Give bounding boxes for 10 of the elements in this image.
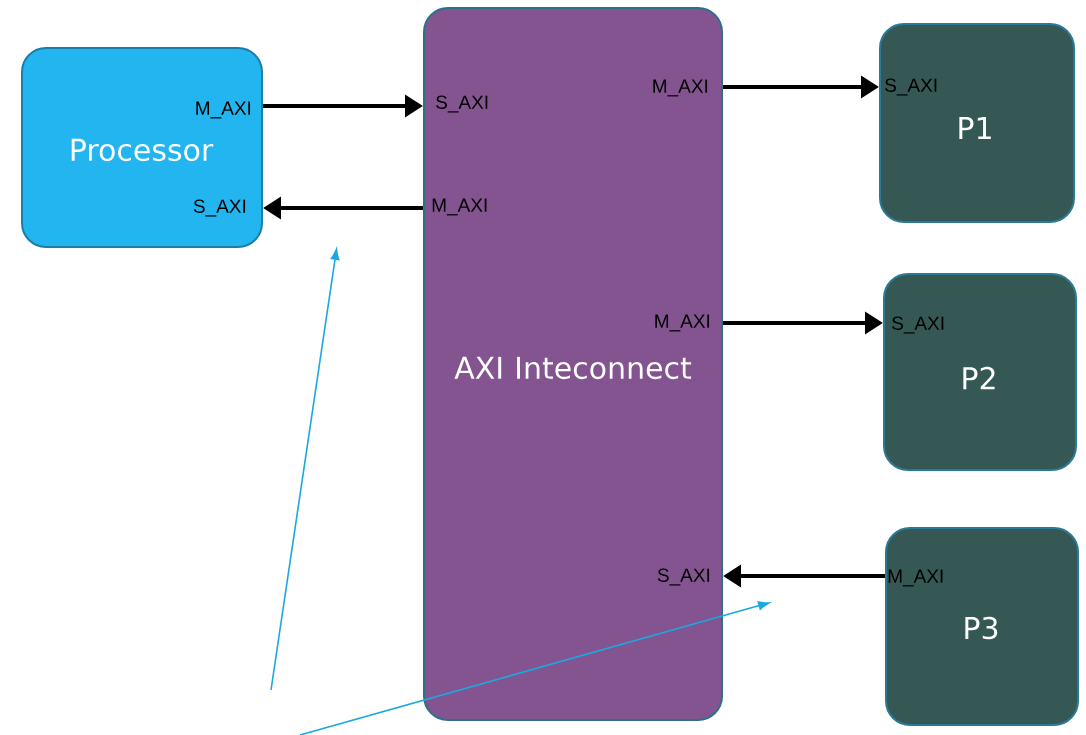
port-label: M_AXI xyxy=(432,198,487,216)
port-label: S_AXI xyxy=(193,199,246,217)
port-label: M_AXI xyxy=(655,314,710,332)
port-label: S_AXI xyxy=(885,78,937,96)
port-label: S_AXI xyxy=(657,568,710,586)
port-label: M_AXI xyxy=(653,79,708,97)
port-label: S_AXI xyxy=(892,316,944,334)
port-label: M_AXI xyxy=(888,569,943,587)
port-label: S_AXI xyxy=(436,95,488,113)
port-label: M_AXI xyxy=(196,101,251,119)
